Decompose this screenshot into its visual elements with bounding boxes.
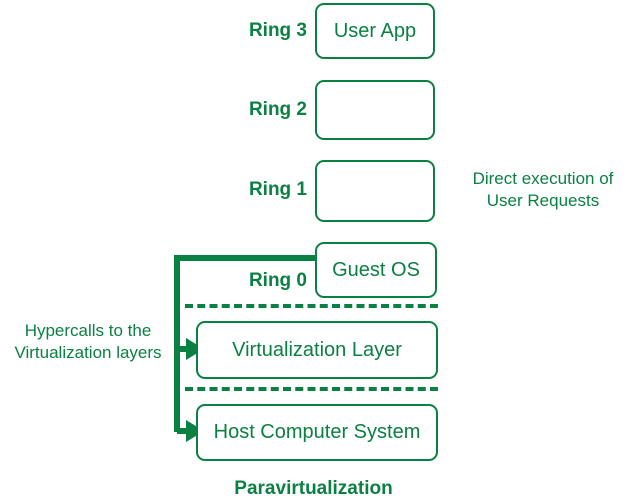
ring-label-3: Ring 3	[248, 20, 307, 41]
dashed-separator-upper	[185, 304, 438, 308]
ring-label-0: Ring 0	[248, 270, 307, 291]
ring-label-1: Ring 1	[248, 179, 307, 200]
diagram-title-text: Paravirtualization	[234, 478, 393, 499]
box-user-app[interactable]: User App	[315, 3, 435, 59]
dashed-separator-lower	[185, 387, 438, 391]
box-host-computer-system[interactable]: Host Computer System	[196, 404, 438, 461]
box-virtualization-layer[interactable]: Virtualization Layer	[196, 321, 438, 379]
annotation-direct-execution: Direct execution of User Requests	[472, 169, 614, 211]
ring-label-2: Ring 2	[248, 99, 307, 120]
annotation-hypercalls: Hypercalls to the Virtualization layers	[14, 321, 162, 363]
box-ring-2-empty[interactable]	[315, 80, 435, 140]
diagram-title: Paravirtualization	[0, 478, 631, 500]
box-ring-1-empty[interactable]	[315, 160, 435, 222]
box-guest-os[interactable]: Guest OS	[315, 242, 437, 298]
